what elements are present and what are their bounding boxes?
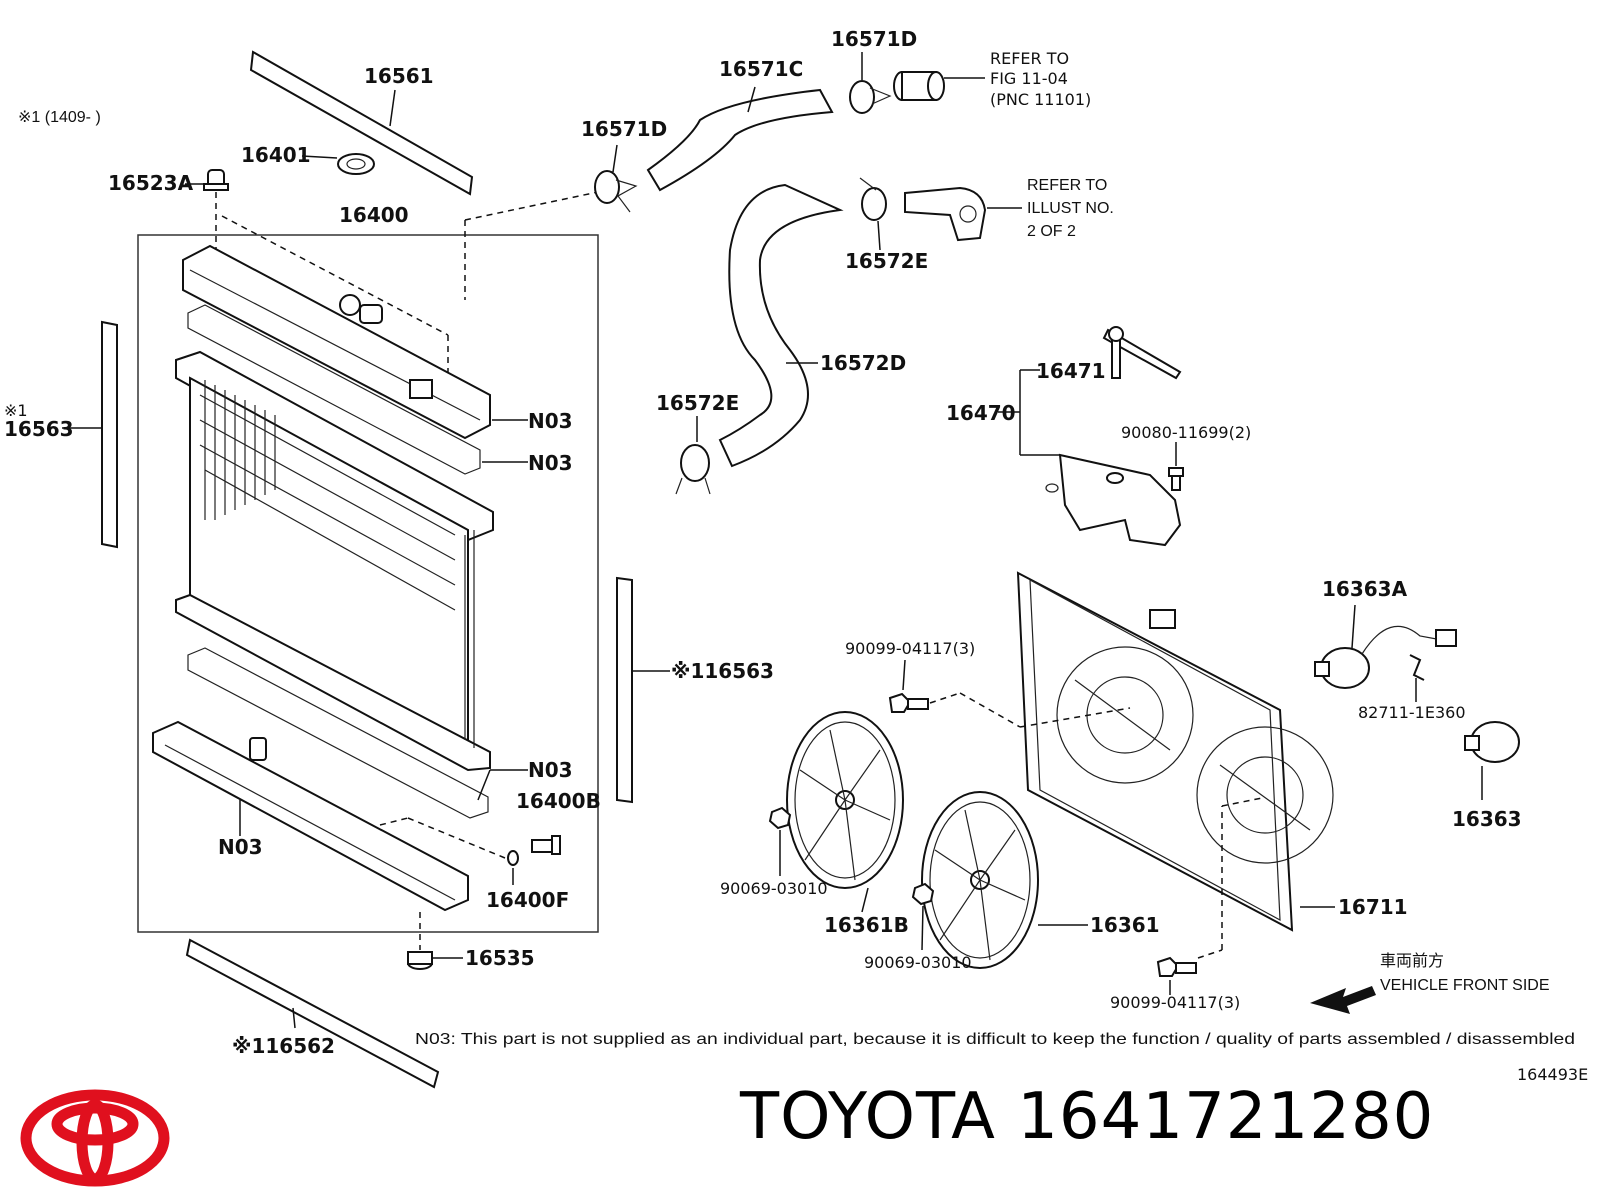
- brand-name: TOYOTA: [740, 1080, 996, 1154]
- nut-90069-left: [768, 806, 792, 830]
- illustration-code: 164493E: [1517, 1065, 1588, 1084]
- hose-16571C: [646, 88, 834, 192]
- label-82711: 82711-1E360: [1358, 703, 1466, 722]
- label-16561: 16561: [364, 64, 434, 88]
- label-16563-left-mark: ※1: [4, 401, 28, 420]
- radiator-core: [175, 350, 494, 772]
- label-16535: 16535: [465, 946, 535, 970]
- vehicle-front-arrow: [1310, 986, 1376, 1014]
- fan-16361: [921, 791, 1039, 969]
- bolt-90099-top: [888, 692, 929, 713]
- refer-fig-line3: (PNC 11101): [990, 90, 1091, 109]
- label-16572D: 16572D: [820, 351, 906, 375]
- hose-16572D: [718, 183, 844, 468]
- clamp-16571D-left: [594, 170, 638, 213]
- label-16400B: 16400B: [516, 789, 601, 813]
- refer-fig-line2: FIG 11-04: [990, 69, 1068, 88]
- clamp-16572E-left: [675, 444, 711, 495]
- label-90080: 90080-11699(2): [1121, 423, 1251, 442]
- label-n03-3: N03: [528, 758, 573, 782]
- label-16523A: 16523A: [108, 171, 194, 195]
- label-16400: 16400: [339, 203, 409, 227]
- label-16470: 16470: [946, 401, 1016, 425]
- label-16563-left: 16563: [4, 417, 74, 441]
- nut-90069-mid: [911, 882, 935, 906]
- hose-joint-ref-fig-11-04: [893, 71, 945, 101]
- clip-82711: [1409, 654, 1425, 681]
- label-90099-bottom: 90099-04117(3): [1110, 993, 1240, 1012]
- label-n03-1: N03: [528, 409, 573, 433]
- label-16363A: 16363A: [1322, 577, 1408, 601]
- clamp-16571D-top: [849, 80, 892, 114]
- label-16471: 16471: [1036, 359, 1106, 383]
- label-16361B: 16361B: [824, 913, 909, 937]
- label-n03-2: N03: [528, 451, 573, 475]
- cushion-16535: [407, 951, 433, 970]
- clamp-16572E-top: [859, 177, 887, 221]
- label-16571C: 16571C: [719, 57, 803, 81]
- n03-footnote: N03: This part is not supplied as an ind…: [415, 1031, 1575, 1048]
- seal-16563-right: [616, 576, 633, 804]
- label-16711: 16711: [1338, 895, 1408, 919]
- part-number: 1641721280: [1017, 1080, 1435, 1154]
- water-inlet-ref-illust: [904, 186, 987, 242]
- toyota-logo-mark: [20, 1089, 170, 1187]
- label-16361: 16361: [1090, 913, 1160, 937]
- refer-illust-line3: 2 OF 2: [1027, 223, 1076, 240]
- toyota-logo: [20, 1089, 170, 1187]
- label-90099-top: 90099-04117(3): [845, 639, 975, 658]
- drain-cock-16400B: [531, 835, 561, 855]
- motor-16363: [1464, 721, 1520, 763]
- label-16571D-top: 16571D: [831, 27, 917, 51]
- label-16572E-top: 16572E: [845, 249, 928, 273]
- label-16400F: 16400F: [486, 888, 569, 912]
- bolt-90099-bottom: [1156, 956, 1197, 977]
- refer-illust-line1: REFER TO: [1027, 177, 1107, 194]
- grommet-16523A: [203, 169, 229, 191]
- label-16572E-left: 16572E: [656, 391, 739, 415]
- label-16401: 16401: [241, 143, 311, 167]
- refer-fig-line1: REFER TO: [990, 49, 1069, 68]
- label-n03-4: N03: [218, 835, 263, 859]
- radiator-cap-16401: [337, 153, 375, 175]
- motor-16363A: [1314, 625, 1457, 689]
- seal-16563-left: [101, 320, 118, 549]
- label-16571D-left: 16571D: [581, 117, 667, 141]
- reservoir-tank-16470: [1045, 453, 1182, 547]
- gasket-upper: [187, 304, 481, 475]
- lower-tank: [152, 720, 469, 912]
- radiator-assembly-frame: [137, 234, 599, 933]
- clip-90080: [1168, 467, 1184, 491]
- seal-16562: [185, 938, 440, 1089]
- vehicle-front-jp: 車両前方: [1380, 952, 1444, 970]
- footer-brand: TOYOTA 1641721280: [740, 1080, 1434, 1154]
- o-ring-16400F: [507, 850, 519, 866]
- label-16562: ※116562: [232, 1034, 335, 1058]
- reservoir-hose-16471: [1102, 326, 1182, 380]
- seal-16561: [249, 50, 474, 196]
- label-16563-right: ※116563: [671, 659, 774, 683]
- footnote-mark: ※1 (1409- ): [18, 109, 101, 126]
- label-16363: 16363: [1452, 807, 1522, 831]
- label-90069-left: 90069-03010: [720, 879, 828, 898]
- fan-shroud-16711: [1016, 571, 1334, 932]
- refer-illust-line2: ILLUST NO.: [1027, 200, 1114, 217]
- fan-16361B: [786, 711, 904, 889]
- gasket-lower: [187, 647, 489, 819]
- vehicle-front-en: VEHICLE FRONT SIDE: [1380, 977, 1550, 994]
- label-90069-mid: 90069-03010: [864, 953, 972, 972]
